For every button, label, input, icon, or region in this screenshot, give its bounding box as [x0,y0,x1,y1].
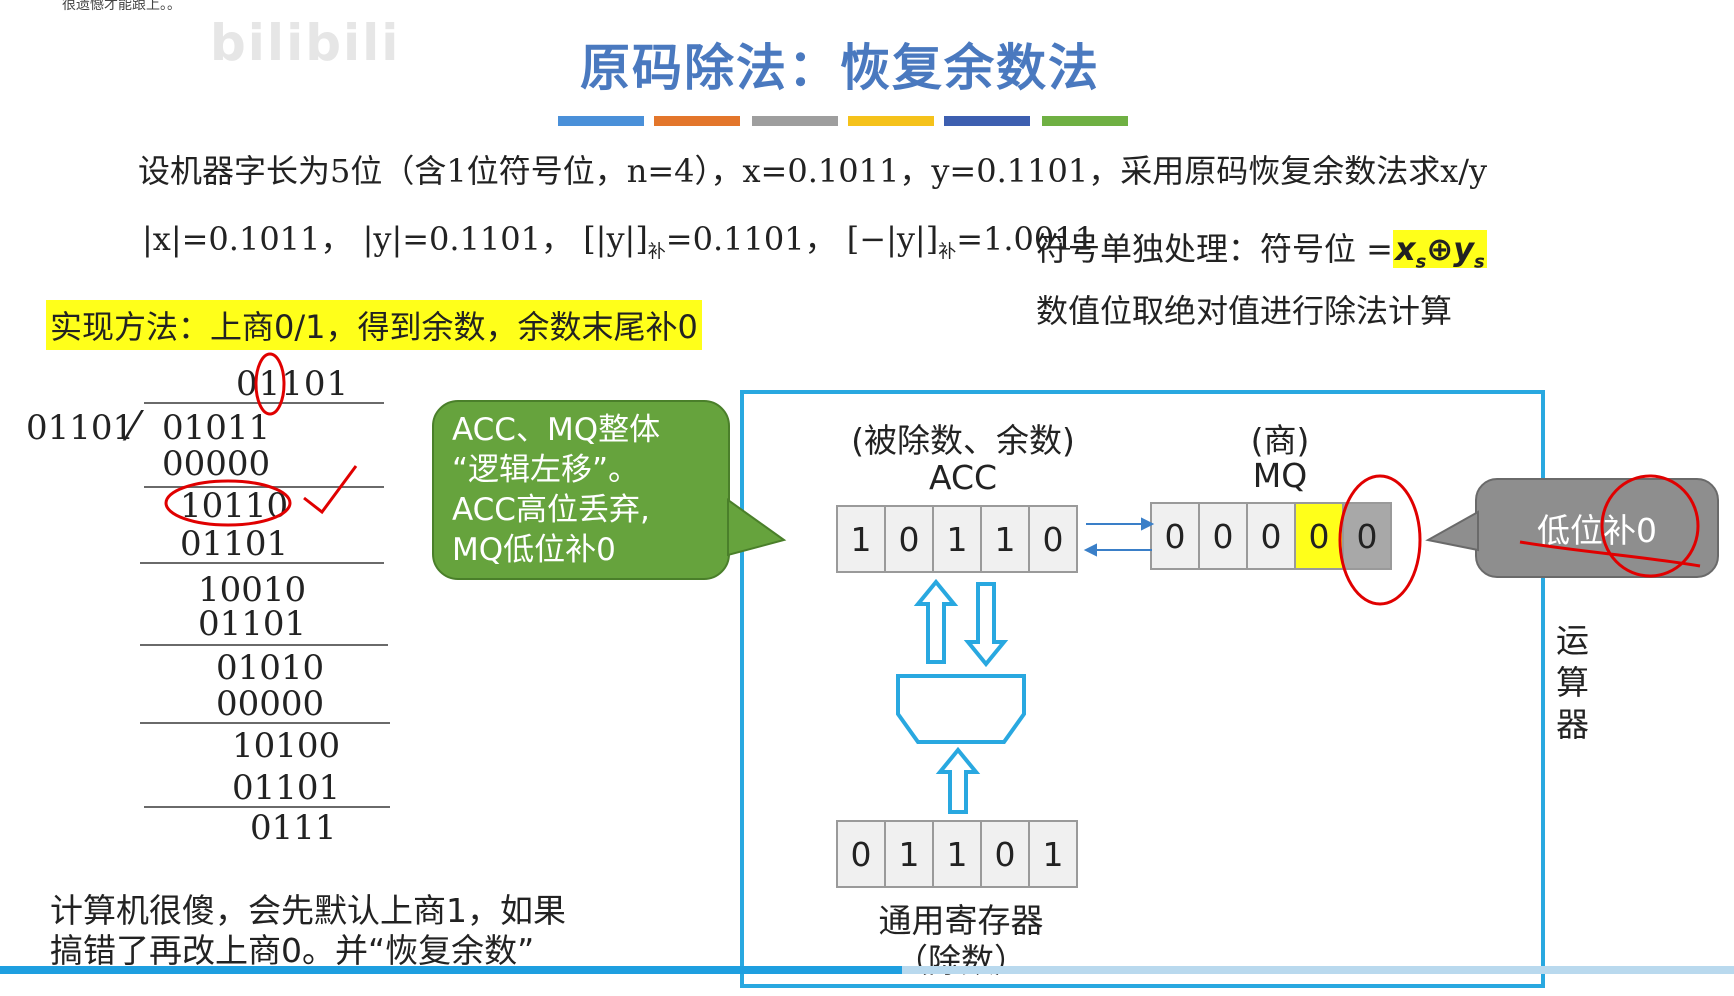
step-5: 01101 [198,604,307,644]
y-abs: |y|=0.1101， [362,220,574,258]
acc-label-2: ACC [928,458,998,497]
step-7: 00000 [216,684,325,724]
gr-bit: 1 [1028,820,1078,888]
problem-statement: 设机器字长为5位（含1位符号位，n=4），x=0.1011，y=0.1101，采… [138,152,1488,190]
acc-bit: 1 [836,505,886,573]
neg-y-comp-val: =1.0011 [956,220,1095,258]
corner-text: 很遗憾才能跟上。。 [62,0,181,13]
neg-y-comp: [−|y|] [846,220,939,258]
bubble-line-3: ACC高位丢弃, [452,492,650,528]
step-10: 0111 [250,808,337,848]
mq-bit-low: 0 [1342,502,1392,570]
sign-text: 符号单独处理：符号位 = [1036,230,1393,268]
step-9: 01101 [232,768,341,808]
quotient-bar [144,402,384,404]
general-reg-label-1: 通用寄存器 [878,901,1044,940]
gr-bit: 0 [836,820,886,888]
gr-bit: 1 [932,820,982,888]
title-stripe-2 [654,116,740,126]
step-2: 10110 [180,486,289,526]
shift-bubble: ACC、MQ整体 “逻辑左移”。 ACC高位丢弃, MQ低位补0 [432,400,730,580]
gr-bit: 1 [884,820,934,888]
unit-label: 运 算 器 [1556,620,1596,746]
bubble-line-1: ACC、MQ整体 [452,412,661,448]
title-stripe-3 [752,116,838,126]
mq-register: 0 0 0 0 0 [1150,502,1392,570]
mq-bit: 0 [1150,502,1200,570]
page-title: 原码除法：恢复余数法 [580,39,1100,97]
sign-x: x [1395,230,1416,268]
unit-label-char: 器 [1556,705,1589,744]
mq-bit: 0 [1198,502,1248,570]
watermark: bilibili [210,14,401,72]
bubble-line-4: MQ低位补0 [452,532,616,568]
xor-symbol: ⊕ [1426,230,1454,268]
sign-formula: xs⊕ys [1393,230,1487,272]
step-4: 10010 [198,570,307,610]
quotient: 01101 [236,364,350,404]
value-text: 数值位取绝对值进行除法计算 [1036,292,1453,330]
title-stripe-5 [944,116,1030,126]
division-bracket: ⁄ [130,404,137,450]
abs-values-line: |x|=0.1011， |y|=0.1101， [|y|]补=0.1101， [… [142,214,1095,263]
unit-label-char: 运 [1556,621,1589,660]
low-bit-callout: 低位补0 [1475,478,1719,578]
general-reg-label-2: （除数） [895,941,1027,980]
sign-handling: 符号单独处理：符号位 =xs⊕ys [1036,224,1487,272]
y-comp-sub: 补 [647,241,666,263]
alu-label: ALU [929,690,991,728]
divisor: 01101 [26,408,135,448]
y-comp-val: =0.1101， [665,220,837,258]
neg-y-comp-sub: 补 [938,241,957,263]
acc-bit: 0 [1028,505,1078,573]
note-line-2: 搞错了再改上商0。并“恢复余数” [50,931,535,970]
step-bar-3 [140,644,388,646]
acc-bit: 1 [980,505,1030,573]
acc-bit: 0 [884,505,934,573]
mq-bit: 0 [1246,502,1296,570]
note-line-1: 计算机很傻，会先默认上商1，如果 [50,891,566,930]
arithmetic-unit-frame [740,390,1545,988]
step-bar-2 [140,562,384,564]
unit-label-char: 算 [1556,663,1589,702]
method-text: 实现方法：上商0/1，得到余数，余数末尾补0 [46,300,702,350]
general-register: 0 1 1 0 1 [836,820,1078,888]
title-stripe-6 [1042,116,1128,126]
step-8: 10100 [232,726,341,766]
step-6: 01010 [216,648,325,688]
mq-bit-highlight: 0 [1294,502,1344,570]
mq-label-1: (商) [1250,421,1310,460]
x-abs: |x|=0.1011， [142,220,353,258]
step-bar-4 [140,722,390,724]
video-progress-fill [0,966,902,974]
dividend: 01011 [162,408,271,448]
title-stripe-4 [848,116,934,126]
sign-y-sub: s [1474,251,1485,273]
bubble-line-2: “逻辑左移”。 [452,452,640,488]
acc-bit: 1 [932,505,982,573]
acc-label-1: (被除数、余数) [851,421,1075,460]
step-bar-5 [144,806,390,808]
y-comp: [|y|] [583,220,648,258]
step-3: 01101 [180,524,289,564]
title-stripe-1 [558,116,644,126]
acc-register: 1 0 1 1 0 [836,505,1078,573]
video-progress-bar[interactable] [0,966,1734,974]
check-mark [303,465,358,515]
gr-bit: 0 [980,820,1030,888]
sign-y: y [1453,230,1475,268]
step-1: 00000 [162,444,271,484]
sign-x-sub: s [1415,251,1427,273]
mq-label-2: MQ [1252,456,1308,495]
